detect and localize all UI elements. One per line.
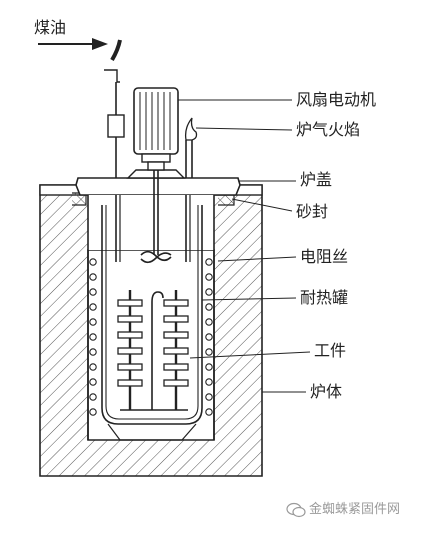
workpiece-part	[163, 315, 189, 323]
workpiece-part	[163, 347, 189, 355]
workpiece-part	[117, 331, 143, 339]
coil-turn	[89, 333, 97, 341]
center-hook	[120, 291, 188, 411]
workpiece-part	[163, 379, 189, 387]
flame-icon	[184, 117, 198, 141]
coil-turn	[89, 393, 97, 401]
coil-turn	[89, 378, 97, 386]
inner-chamber	[87, 195, 215, 440]
heat-resistant-tank	[101, 205, 203, 441]
coil-turn	[205, 258, 213, 266]
workpiece-part	[163, 363, 189, 371]
workpiece-part	[117, 347, 143, 355]
flame-pipe	[184, 117, 198, 262]
workpiece-part	[163, 331, 189, 339]
coil-turn	[205, 393, 213, 401]
coil-turn	[89, 408, 97, 416]
label-furnace-lid: 炉盖	[300, 170, 333, 189]
coil-turn	[205, 318, 213, 326]
workpiece-right	[163, 290, 189, 410]
label-sand-seal: 砂封	[296, 202, 329, 221]
label-fan-motor: 风扇电动机	[296, 90, 377, 109]
coil-turn	[89, 288, 97, 296]
workpiece-part	[117, 299, 143, 307]
coil-turn	[205, 348, 213, 356]
leader-lines	[178, 99, 311, 393]
resistance-wire	[89, 258, 213, 416]
coil-turn	[89, 273, 97, 281]
coil-turn	[205, 333, 213, 341]
label-furnace-flame: 炉气火焰	[296, 120, 361, 139]
workpiece-part	[117, 315, 143, 323]
kerosene-pipe	[104, 39, 125, 262]
coil-turn	[205, 303, 213, 311]
label-kerosene: 煤油	[34, 18, 67, 37]
coil-turn	[205, 378, 213, 386]
label-resistance-wire: 电阻丝	[300, 247, 349, 266]
workpiece-part	[117, 379, 143, 387]
sand-seal	[72, 192, 235, 206]
coil-turn	[89, 258, 97, 266]
coil-turn	[205, 363, 213, 371]
label-workpiece: 工件	[314, 341, 347, 360]
coil-turn	[89, 363, 97, 371]
workpiece-part	[117, 363, 143, 371]
workpiece-part	[163, 299, 189, 307]
label-heat-resistant-tank: 耐热罐	[300, 288, 349, 307]
fan-blade	[140, 250, 172, 264]
kerosene-arrow	[38, 38, 108, 50]
coil-turn	[89, 303, 97, 311]
coil-turn	[89, 318, 97, 326]
coil-turn	[89, 348, 97, 356]
workpiece-left	[117, 290, 143, 410]
coil-turn	[205, 273, 213, 281]
coil-turn	[205, 288, 213, 296]
watermark-text: 金蜘蛛紧固件网	[309, 502, 401, 517]
wechat-icon	[286, 502, 306, 518]
coil-turn	[205, 408, 213, 416]
fan-motor	[133, 87, 179, 255]
label-furnace-body: 炉体	[310, 382, 343, 401]
